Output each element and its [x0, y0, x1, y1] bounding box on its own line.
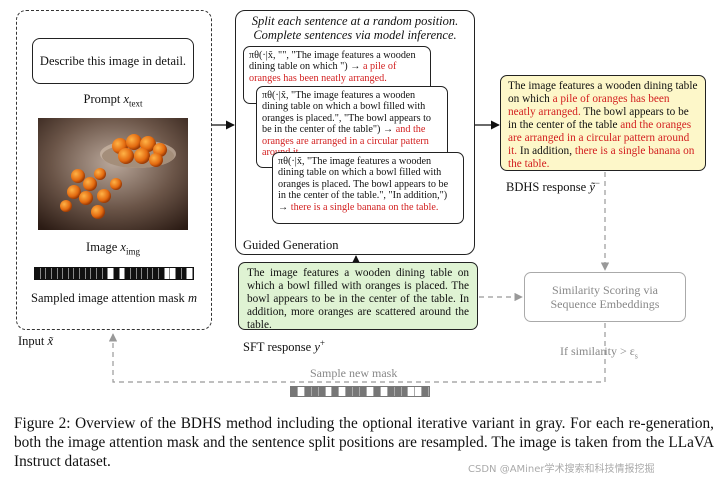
mask-cell	[57, 268, 64, 279]
oranges-photo	[38, 118, 188, 230]
new-mask-cell	[311, 387, 319, 396]
image-caption: Image ximg	[86, 240, 140, 257]
sample-new-mask-label: Sample new mask	[310, 366, 398, 380]
new-mask-cell	[325, 387, 333, 396]
bdhs-segment-3: and the oranges are arranged in a circul…	[508, 119, 692, 157]
new-mask-cell	[394, 387, 402, 396]
mask-cell	[153, 268, 160, 279]
new-mask-cell	[318, 387, 326, 396]
bdhs-response-box: The image features a wooden dining table…	[500, 75, 706, 171]
mask-cell	[85, 268, 92, 279]
prompt-text: Describe this image in detail.	[39, 53, 187, 68]
sft-caption: SFT response y+	[243, 338, 325, 355]
figure-caption: Figure 2: Overview of the BDHS method in…	[14, 415, 714, 470]
attention-mask-strip	[34, 267, 194, 280]
new-mask-cell	[415, 387, 423, 396]
sft-response-box: The image features a wooden dining table…	[238, 262, 478, 331]
new-mask-cell	[408, 387, 416, 396]
mask-cell	[125, 268, 131, 279]
new-mask-strip	[290, 386, 430, 397]
mask-cell	[68, 268, 75, 279]
mask-cell	[136, 268, 143, 279]
mask-cell	[130, 268, 137, 279]
new-mask-cell	[346, 387, 354, 396]
new-mask-cell	[373, 387, 381, 396]
mask-cell	[40, 268, 47, 279]
mask-caption: Sampled image attention mask m	[31, 291, 197, 305]
mask-cell	[170, 268, 177, 279]
mask-cell	[80, 268, 86, 279]
guided-title: Split each sentence at a random position…	[251, 14, 459, 42]
new-mask-cell	[332, 387, 340, 396]
mask-cell	[63, 268, 69, 279]
mask-cell	[97, 268, 103, 279]
new-mask-cell	[401, 387, 409, 396]
prompt-box: Describe this image in detail.	[32, 38, 194, 84]
mask-cell	[142, 268, 148, 279]
mask-cell	[176, 268, 182, 279]
mask-cell	[51, 268, 58, 279]
new-mask-cell	[422, 387, 430, 396]
generation-step-3: πθ(·|x̃, "The image features a wooden di…	[272, 152, 464, 224]
new-mask-cell	[339, 387, 347, 396]
mask-cell	[74, 268, 81, 279]
mask-cell	[102, 268, 109, 279]
mask-cell	[91, 268, 98, 279]
new-mask-cell	[366, 387, 374, 396]
mask-cell	[181, 268, 188, 279]
guided-generation-box	[235, 10, 475, 255]
new-mask-cell	[360, 387, 367, 396]
new-mask-cell	[380, 387, 388, 396]
new-mask-cell	[304, 387, 312, 396]
new-mask-cell	[353, 387, 361, 396]
mask-cell	[46, 268, 52, 279]
prompt-caption: Prompt xtext	[83, 92, 143, 109]
mask-cell	[147, 268, 154, 279]
bdhs-segment-0: The image features a wooden dining table…	[508, 80, 698, 105]
similarity-condition: If similarity > εs	[560, 344, 638, 361]
mask-cell	[108, 268, 114, 279]
similarity-scoring-box: Similarity Scoring via Sequence Embeddin…	[524, 272, 686, 322]
bdhs-segment-2: The bowl appears to be in the center of …	[508, 106, 689, 131]
input-group-caption: Input x̃	[18, 334, 54, 348]
mask-cell	[159, 268, 165, 279]
new-mask-cell	[387, 387, 395, 396]
mask-cell	[119, 268, 126, 279]
bdhs-segment-1: a pile of oranges has been neatly arrang…	[508, 93, 670, 118]
mask-cell	[113, 268, 120, 279]
bdhs-caption: BDHS response ỹ−	[506, 178, 600, 195]
mask-cell	[187, 268, 193, 279]
new-mask-cell	[291, 387, 298, 396]
arrow-loop-back	[108, 323, 606, 383]
mask-cell	[164, 268, 171, 279]
guided-footer: Guided Generation	[243, 238, 339, 252]
watermark: CSDN @AMiner学术搜索和科技情报挖掘	[468, 464, 655, 475]
new-mask-cell	[297, 387, 305, 396]
mask-cell	[35, 268, 41, 279]
input-group-box	[16, 10, 212, 330]
bdhs-segment-5: there is a single banana on the table.	[508, 145, 695, 170]
bdhs-segment-4: In addition,	[517, 145, 575, 157]
